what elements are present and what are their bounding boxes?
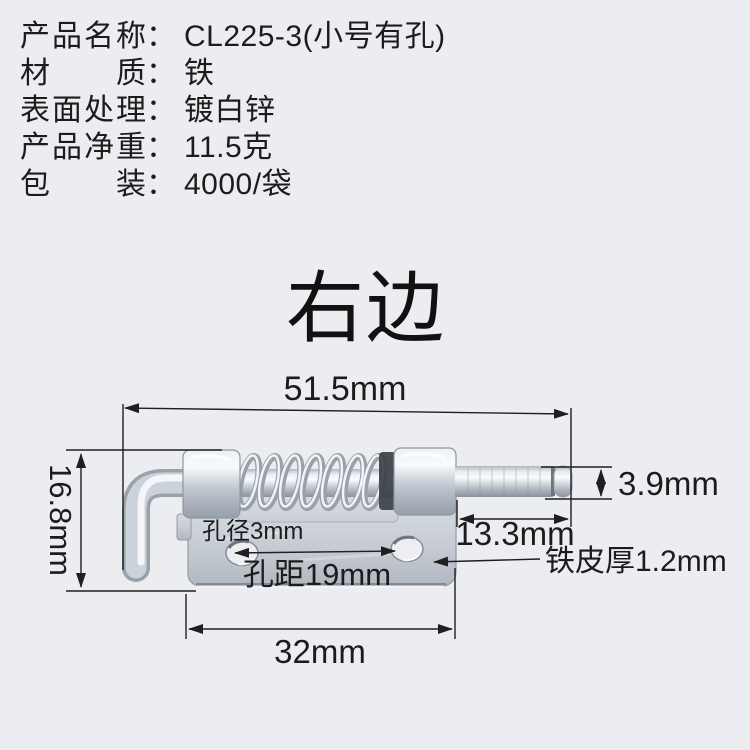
- spec-colon: ：: [146, 20, 176, 53]
- latch-spring: [235, 453, 388, 511]
- dim-plate-thickness-label: 铁皮厚1.2mm: [545, 545, 727, 578]
- spec-label: 产品名称: [20, 20, 146, 53]
- right-block-highlight: [401, 451, 447, 460]
- spec-row-packing: 包装：4000/袋: [20, 166, 446, 203]
- spec-value: 镀白锌: [184, 94, 276, 127]
- dim-pin-length-label: 13.3mm: [455, 515, 574, 552]
- latch-right-block: [393, 447, 457, 516]
- spec-table: 产品名称：CL225-3(小号有孔) 材质：铁 表面处理：镀白锌 产品净重：11…: [20, 18, 446, 203]
- spec-row-surface: 表面处理：镀白锌: [20, 92, 446, 129]
- spec-value: 铁: [184, 57, 215, 90]
- dim-overall-length-label: 51.5mm: [284, 370, 407, 408]
- dim-plate-length-label: 32mm: [274, 633, 366, 670]
- spec-value: CL225-3(小号有孔): [184, 20, 446, 53]
- spec-value: 4000/袋: [184, 168, 293, 201]
- mounting-hole-right: [390, 535, 424, 563]
- spec-colon: ：: [146, 57, 176, 90]
- latch-hook: [122, 469, 210, 582]
- dim-arrow-overall-length: [124, 403, 569, 419]
- dim-hole-diameter-label: 孔径3mm: [202, 518, 303, 545]
- spec-label: 材质: [20, 57, 146, 90]
- dim-pin-diameter-label: 3.9mm: [618, 465, 719, 502]
- latch-left-ear: [182, 449, 241, 519]
- spec-colon: ：: [146, 131, 176, 164]
- dim-hole-spacing-label: 孔距19mm: [243, 557, 391, 592]
- spec-row-product-name: 产品名称：CL225-3(小号有孔): [20, 18, 446, 55]
- latch-photo: [122, 447, 573, 589]
- latch-pin: [455, 465, 573, 498]
- spec-label: 包装: [20, 168, 146, 201]
- spec-row-weight: 产品净重：11.5克: [20, 129, 446, 166]
- left-ear-highlight: [190, 453, 232, 462]
- spec-colon: ：: [146, 94, 176, 127]
- dim-arrow-hole-spacing: [234, 546, 396, 558]
- spec-value: 11.5克: [184, 131, 273, 164]
- dim-height-label: 16.8mm: [43, 464, 78, 576]
- spec-label: 产品净重: [20, 131, 146, 164]
- dimension-annotations: [66, 403, 612, 639]
- spec-colon: ：: [146, 168, 176, 201]
- spring-end-band: [379, 452, 396, 510]
- spec-label: 表面处理: [20, 94, 146, 127]
- page-title: 右边: [285, 264, 446, 352]
- spec-row-material: 材质：铁: [20, 55, 446, 92]
- leader-plate-thickness: [433, 556, 541, 567]
